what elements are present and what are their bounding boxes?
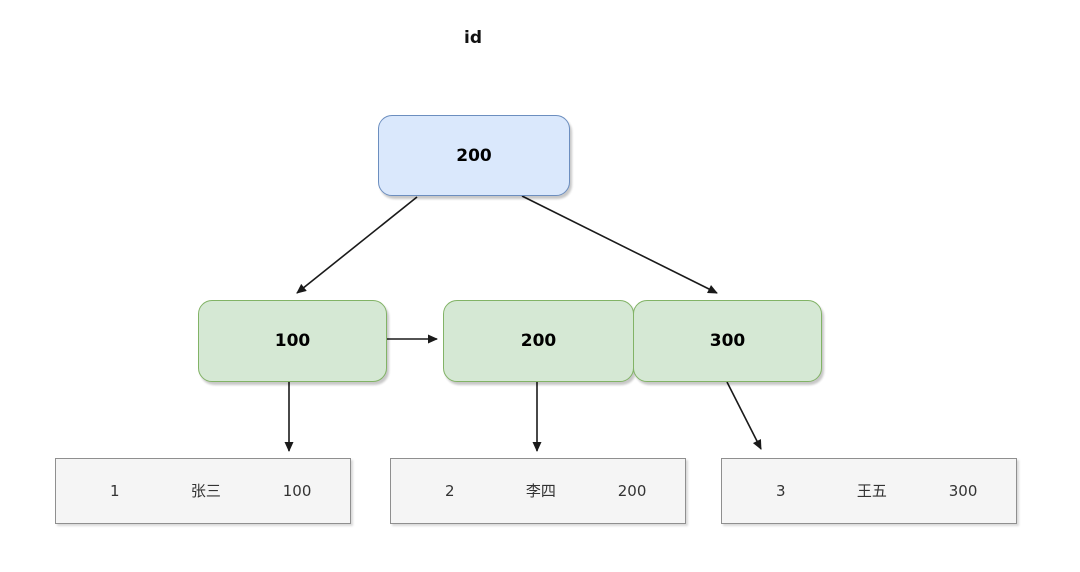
diagram-title: id xyxy=(464,28,482,48)
leaf-node-100[interactable]: 100 xyxy=(198,300,387,382)
row-id: 3 xyxy=(776,482,786,500)
edge-root-to-node-100 xyxy=(296,196,418,294)
root-node[interactable]: 200 xyxy=(378,115,570,196)
row-value: 100 xyxy=(282,482,312,500)
leaf-node-300[interactable]: 300 xyxy=(633,300,822,382)
root-node-label: 200 xyxy=(456,145,492,166)
leaf-node-label: 300 xyxy=(709,331,746,351)
table-row[interactable]: 3 王五 300 xyxy=(721,458,1017,524)
table-row[interactable]: 1 张三 100 xyxy=(55,458,351,524)
leaf-node-200[interactable]: 200 xyxy=(443,300,634,382)
row-value: 200 xyxy=(617,482,647,500)
table-row[interactable]: 2 李四 200 xyxy=(390,458,686,524)
edge-root-to-node-300 xyxy=(521,195,718,294)
row-name: 李四 xyxy=(525,482,556,500)
row-name: 王五 xyxy=(856,482,887,500)
row-value: 300 xyxy=(948,482,978,500)
leaf-node-label: 100 xyxy=(274,331,311,351)
edge-node-300-to-row-3 xyxy=(726,381,762,450)
row-id: 2 xyxy=(445,482,455,500)
row-id: 1 xyxy=(110,482,120,500)
leaf-node-label: 200 xyxy=(520,331,557,351)
row-name: 张三 xyxy=(190,482,221,500)
